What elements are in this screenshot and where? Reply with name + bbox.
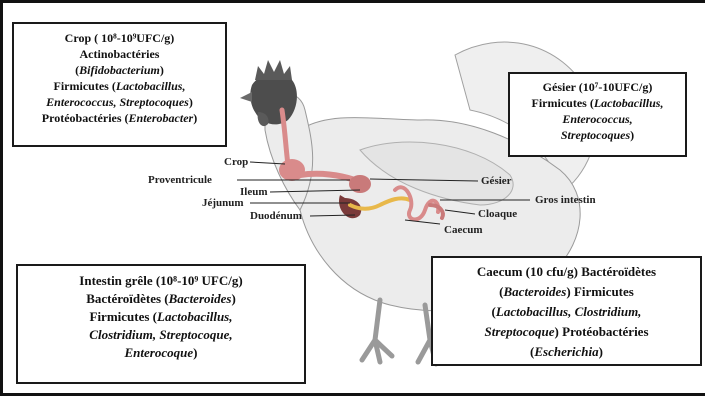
chicken-leg-left (362, 300, 392, 362)
gesier-box-line3: Streptocoques) (514, 127, 681, 143)
label-cloaque: Cloaque (478, 208, 517, 220)
chicken-head (250, 74, 297, 125)
label-proventricule: Proventricule (148, 174, 212, 186)
label-gros-intestin: Gros intestin (535, 194, 596, 206)
gesier-box-line2: Enterococcus, (514, 111, 681, 127)
crop-box-line3: Firmicutes (Lactobacillus, (18, 78, 221, 94)
chicken-comb (255, 60, 292, 80)
intestin-box-line2: Firmicutes (Lactobacillus, (22, 308, 300, 326)
intestin-box-line4: Enterocoque) (22, 344, 300, 362)
intestin-box-line3: Clostridium, Streptocoque, (22, 326, 300, 344)
caecum-box-title: Caecum (10 cfu/g) Bactéroïdètes (437, 262, 696, 282)
intestin-box-line1: Bactéroïdètes (Bacteroides) (22, 290, 300, 308)
caecum-info-box: Caecum (10 cfu/g) Bactéroïdètes (Bactero… (431, 256, 702, 366)
gesier-info-box: Gésier (10⁷-10UFC/g) Firmicutes (Lactoba… (508, 72, 687, 157)
label-ileum: Ileum (240, 186, 268, 198)
caecum-box-line4: (Escherichia) (437, 342, 696, 362)
intestin-box-title: Intestin grêle (10⁸-10⁹ UFC/g) (22, 272, 300, 290)
label-caecum: Caecum (444, 224, 483, 236)
chicken-beak (240, 92, 252, 102)
label-jejunum: Jéjunum (202, 197, 244, 209)
caecum-box-line2: (Lactobacillus, Clostridium, (437, 302, 696, 322)
gesier-box-line1: Firmicutes (Lactobacillus, (514, 95, 681, 111)
crop-box-title: Crop ( 10⁸-10⁹UFC/g) (18, 30, 221, 46)
gesier-box-title: Gésier (10⁷-10UFC/g) (514, 79, 681, 95)
crop-box-line5: Protéobactéries (Enterobacter) (18, 110, 221, 126)
crop-info-box: Crop ( 10⁸-10⁹UFC/g) Actinobactéries (Bi… (12, 22, 227, 147)
label-duodenum: Duodénum (250, 210, 302, 222)
crop-box-line1: Actinobactéries (18, 46, 221, 62)
intestin-grele-info-box: Intestin grêle (10⁸-10⁹ UFC/g) Bactéroïd… (16, 264, 306, 384)
crop-box-line4: Enterococcus, Streptocoques) (18, 94, 221, 110)
caecum-box-line3: Streptocoque) Protéobactéries (437, 322, 696, 342)
label-crop: Crop (224, 156, 248, 168)
label-gesier: Gésier (481, 175, 512, 187)
crop-box-line2: (Bifidobacterium) (18, 62, 221, 78)
caecum-box-line1: (Bacteroides) Firmicutes (437, 282, 696, 302)
